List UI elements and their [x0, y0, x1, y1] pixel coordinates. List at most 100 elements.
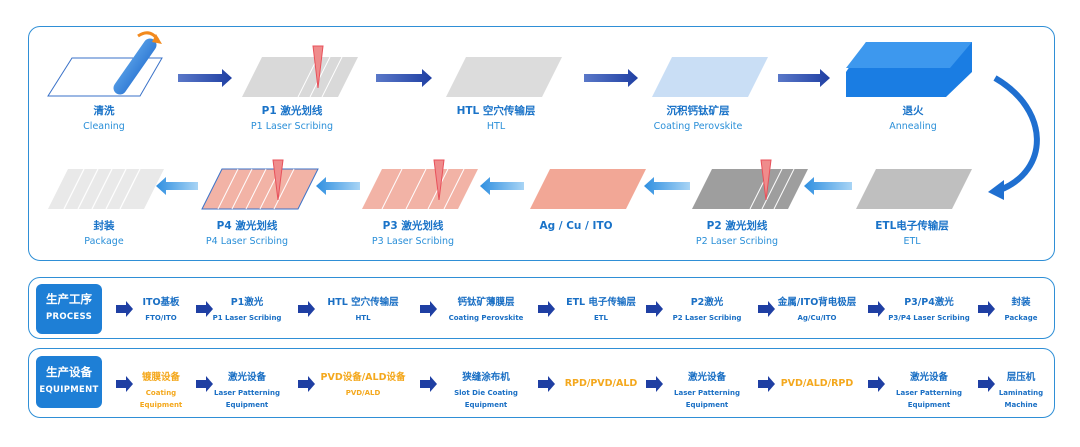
item-en: Machine: [1004, 401, 1038, 409]
htl-illustration: [446, 57, 562, 97]
cleaning-illustration: [47, 31, 163, 97]
item-zh: 激光设备: [227, 372, 266, 383]
process-item: ETL 电子传输层 ETL: [546, 297, 656, 324]
badge-en: PROCESS: [45, 312, 92, 322]
step-zh: P2 激光划线: [706, 220, 768, 232]
p1-laser-illustration: [242, 45, 358, 98]
step-en: HTL: [486, 121, 506, 132]
item-zh: PVD设备/ALD设备: [320, 372, 406, 383]
process-badge: 生产工序 PROCESS: [36, 284, 102, 334]
equipment-item: RPD/PVD/ALD: [546, 378, 656, 390]
item-en: Equipment: [225, 401, 269, 409]
p3-laser-illustration: [362, 159, 478, 210]
arrow-right-2: [376, 69, 432, 87]
step-cleaning-label: 清洗 Cleaning: [29, 103, 179, 135]
step-htl-label: HTL 空穴传输层 HTL: [421, 103, 571, 135]
item-en: ETL: [593, 314, 609, 322]
item-zh: 金属/ITO背电极层: [777, 297, 857, 308]
badge-en: EQUIPMENT: [39, 385, 99, 395]
arrow-left-4: [316, 177, 360, 195]
process-item: P1激光 P1 Laser Scribing: [192, 297, 302, 324]
p2-laser-illustration: [692, 159, 808, 210]
item-zh: P2激光: [690, 297, 724, 308]
badge-zh: 生产工序: [46, 292, 92, 306]
step-zh: 退火: [902, 105, 924, 117]
item-zh: 层压机: [1006, 372, 1036, 383]
step-zh: HTL 空穴传输层: [456, 105, 536, 117]
curved-arrow-down: [988, 75, 1040, 200]
item-en: Equipment: [139, 401, 183, 409]
arrow-left-2: [644, 177, 690, 195]
item-en: Coating Perovskite: [448, 314, 524, 322]
step-electrode-label: Ag / Cu / ITO: [501, 218, 651, 234]
step-zh: P4 激光划线: [216, 220, 278, 232]
item-zh: P3/P4激光: [904, 297, 954, 308]
step-en: Cleaning: [83, 121, 125, 132]
item-en: Equipment: [464, 401, 508, 409]
item-en: Laminating: [998, 389, 1044, 397]
process-item: 金属/ITO背电极层 Ag/Cu/ITO: [762, 297, 872, 324]
process-arrows: [116, 301, 995, 317]
item-zh: P1激光: [230, 297, 264, 308]
etl-illustration: [856, 169, 972, 209]
step-zh: P1 激光划线: [261, 105, 323, 117]
p4-laser-illustration: [201, 159, 319, 210]
step-en: P2 Laser Scribing: [695, 236, 779, 247]
item-en: P1 Laser Scribing: [212, 314, 282, 322]
item-en: FTO/ITO: [145, 314, 177, 322]
step-package-label: 封装 Package: [29, 218, 179, 250]
step-zh: 封装: [93, 220, 115, 232]
arrow-right-3: [584, 69, 638, 87]
equipment-badge: 生产设备 EQUIPMENT: [36, 356, 102, 408]
step-p1-label: P1 激光划线 P1 Laser Scribing: [217, 103, 367, 135]
step-en: P1 Laser Scribing: [250, 121, 334, 132]
process-item: P3/P4激光 P3/P4 Laser Scribing: [874, 297, 984, 324]
item-zh: 激光设备: [909, 372, 948, 383]
package-illustration: [48, 168, 164, 210]
step-zh: ETL电子传输层: [875, 220, 949, 232]
step-zh: 沉积钙钛矿层: [666, 105, 730, 117]
step-p2-label: P2 激光划线 P2 Laser Scribing: [662, 218, 812, 250]
step-etl-label: ETL电子传输层 ETL: [837, 218, 987, 250]
item-zh: 钙钛矿薄膜层: [457, 297, 515, 308]
annealing-illustration: [846, 42, 972, 97]
equipment-arrows: [116, 376, 995, 392]
item-zh: ETL 电子传输层: [566, 297, 636, 308]
process-item: 钙钛矿薄膜层 Coating Perovskite: [431, 297, 541, 324]
step-en: Package: [84, 236, 124, 247]
step-zh: 清洗: [93, 105, 115, 117]
arrow-left-5: [156, 177, 198, 195]
item-en: P3/P4 Laser Scribing: [888, 314, 970, 322]
item-zh: ITO基板: [142, 297, 180, 308]
step-annealing-label: 退火 Annealing: [838, 103, 988, 135]
electrode-illustration: [530, 169, 646, 209]
item-en: Ag/Cu/ITO: [797, 314, 837, 322]
process-item: ITO基板 FTO/ITO: [106, 297, 216, 324]
arrow-left-3: [480, 177, 524, 195]
item-zh: 镀膜设备: [141, 372, 180, 383]
perovskite-illustration: [652, 57, 768, 97]
step-en: ETL: [903, 236, 921, 247]
item-en: HTL: [355, 314, 371, 322]
arrow-left-1: [804, 177, 852, 195]
item-en: Laser Patterning: [674, 389, 740, 397]
item-zh: PVD/ALD/RPD: [780, 378, 854, 389]
item-zh: 狭缝涂布机: [462, 372, 510, 383]
step-zh: Ag / Cu / ITO: [539, 220, 613, 232]
item-en: Coating: [145, 389, 177, 397]
step-en: Annealing: [889, 121, 937, 132]
step-en: P3 Laser Scribing: [371, 236, 455, 247]
item-en: PVD/ALD: [345, 389, 381, 397]
item-en: Package: [1004, 314, 1038, 322]
item-zh: RPD/PVD/ALD: [564, 378, 638, 389]
